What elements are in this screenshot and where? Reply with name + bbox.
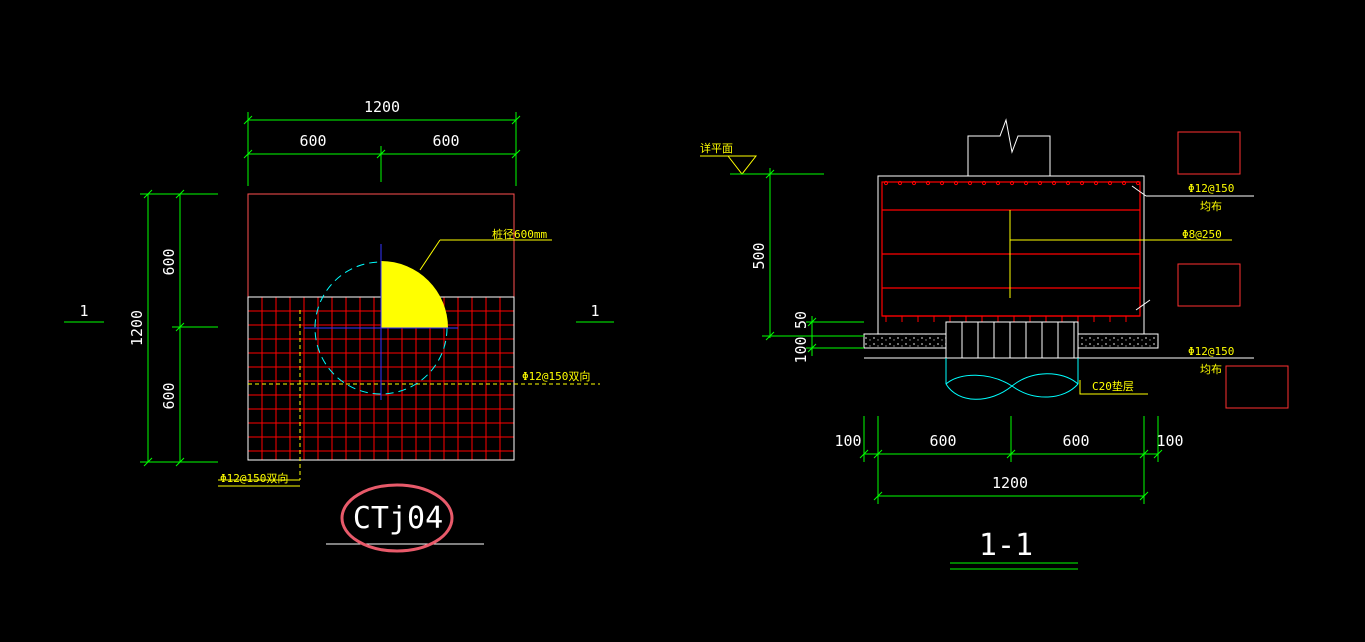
rebar-dot bbox=[1023, 180, 1029, 186]
plan-dim-top-left: 600 bbox=[299, 132, 326, 150]
plan-dim-top-right: 600 bbox=[432, 132, 459, 150]
section-pile bbox=[945, 321, 1079, 400]
rebar-dot bbox=[1037, 180, 1043, 186]
rebar-dot bbox=[953, 180, 959, 186]
plan-left-dimensions bbox=[140, 189, 218, 467]
section-view: C20垫层 详平面 500 50 100 bbox=[700, 118, 1289, 570]
section-column-break bbox=[967, 118, 1051, 176]
plan-view: 1200 600 600 1200 600 600 bbox=[64, 98, 614, 553]
section-top-bars bbox=[883, 180, 1141, 186]
section-rebar-bottom-sub: 均布 bbox=[1200, 363, 1222, 376]
rebar-dot bbox=[925, 180, 931, 186]
plan-dim-left-bottom: 600 bbox=[160, 382, 178, 409]
rebar-dot bbox=[1093, 180, 1099, 186]
section-level-label: 详平面 bbox=[700, 141, 733, 155]
section-bottom-dimensions bbox=[859, 416, 1163, 504]
plan-dim-top-total: 1200 bbox=[364, 98, 400, 116]
section-rebar-top-label: Φ12@150 bbox=[1188, 182, 1234, 195]
rebar-dot bbox=[1135, 180, 1141, 186]
section-title: 1-1 bbox=[979, 528, 1033, 563]
rebar-dot bbox=[967, 180, 973, 186]
section-dim-100: 100 bbox=[792, 336, 810, 363]
plan-pile-label: 桩径600mm bbox=[492, 227, 547, 241]
section-stirrup-label: Φ8@250 bbox=[1182, 228, 1222, 241]
section-dim-50: 50 bbox=[792, 311, 810, 329]
plan-top-dimensions bbox=[243, 112, 521, 186]
section-cushion-leader bbox=[1079, 380, 1148, 395]
section-rebar-top-sub: 均布 bbox=[1200, 200, 1222, 213]
rebar-dot bbox=[1107, 180, 1113, 186]
section-dim-height: 500 bbox=[750, 242, 768, 269]
plan-dim-left-total: 1200 bbox=[128, 310, 146, 346]
plan-rebar-bottom-label: Φ12@150双向 bbox=[220, 471, 288, 485]
section-note-boxes bbox=[1177, 131, 1289, 409]
section-cushion-label: C20垫层 bbox=[1092, 379, 1134, 393]
rebar-dot bbox=[995, 180, 1001, 186]
plan-pile-quadrant bbox=[381, 261, 448, 328]
plan-section-mark-right: 1 bbox=[590, 302, 599, 320]
section-level-mark bbox=[700, 155, 758, 175]
section-cap-outline bbox=[877, 175, 1145, 335]
rebar-dot bbox=[897, 180, 903, 186]
plan-cap-name-highlight bbox=[340, 483, 454, 553]
rebar-dot bbox=[939, 180, 945, 186]
section-dim-right-edge: 100 bbox=[1156, 432, 1183, 450]
rebar-dot bbox=[1121, 180, 1127, 186]
section-dim-total: 1200 bbox=[992, 474, 1028, 492]
rebar-dot bbox=[1051, 180, 1057, 186]
plan-dim-left-top: 600 bbox=[160, 248, 178, 275]
section-vertical-dimensions bbox=[762, 168, 864, 356]
plan-section-mark-left: 1 bbox=[79, 302, 88, 320]
section-stirrup-leader bbox=[1009, 210, 1232, 298]
rebar-dot bbox=[1079, 180, 1085, 186]
rebar-dot bbox=[1009, 180, 1015, 186]
plan-cap-name: CTj04 bbox=[353, 501, 443, 536]
plan-rebar-leaders bbox=[218, 239, 600, 487]
section-rebar-bottom-label: Φ12@150 bbox=[1188, 345, 1234, 358]
plan-rebar-right-label: Φ12@150双向 bbox=[522, 369, 590, 383]
section-dim-left: 600 bbox=[929, 432, 956, 450]
rebar-dot bbox=[911, 180, 917, 186]
section-bottom-bars bbox=[885, 316, 1127, 322]
section-dim-right: 600 bbox=[1062, 432, 1089, 450]
section-dim-left-edge: 100 bbox=[834, 432, 861, 450]
section-rebar bbox=[881, 181, 1141, 317]
plan-centerlines bbox=[304, 244, 458, 400]
rebar-dot bbox=[883, 180, 889, 186]
rebar-dot bbox=[1065, 180, 1071, 186]
section-top-rebar-leader bbox=[1131, 185, 1254, 311]
rebar-dot bbox=[981, 180, 987, 186]
